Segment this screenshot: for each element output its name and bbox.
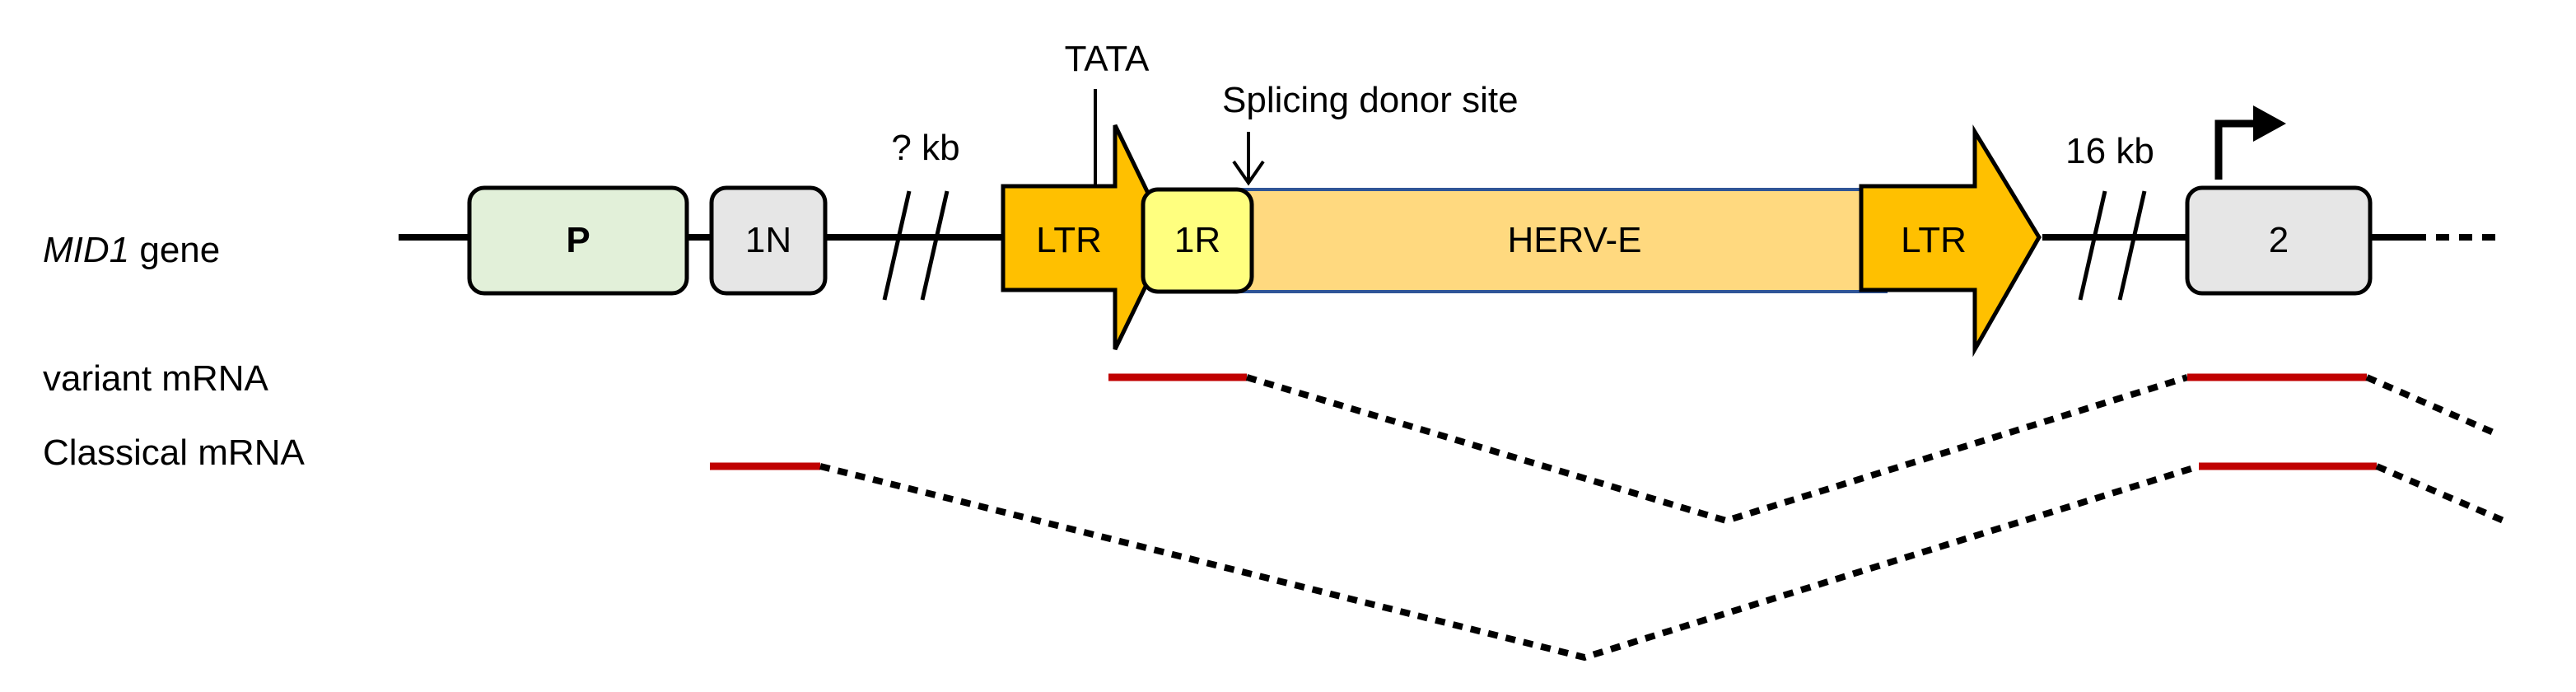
gap-break-right xyxy=(2078,190,2147,301)
classical-mrna xyxy=(710,462,2505,662)
variant-continuation xyxy=(2365,374,2497,437)
promoter-label: P xyxy=(566,220,590,260)
exon-1r-label: 1R xyxy=(1174,220,1220,260)
gene-title: MID1 gene xyxy=(43,230,220,270)
ltr-left-arrow xyxy=(1001,124,1172,351)
herv-e-element xyxy=(1209,188,1888,293)
ltr-right-label: LTR xyxy=(1901,220,1967,260)
gap-right-label: 16 kb xyxy=(2065,131,2154,171)
classical-mrna-label: Classical mRNA xyxy=(43,432,305,473)
gap-left-label: ? kb xyxy=(891,128,959,168)
variant-mrna xyxy=(1108,373,2497,525)
ltr-right-arrow xyxy=(1859,124,2042,358)
gene-suffix: gene xyxy=(129,230,220,270)
classical-intron xyxy=(819,463,2200,662)
splice-donor-arrow xyxy=(1232,132,1265,186)
splice-donor-label: Splicing donor site xyxy=(1222,80,1519,120)
tata-label: TATA xyxy=(1065,39,1150,79)
gene-name: MID1 xyxy=(43,230,129,270)
variant-intron xyxy=(1245,374,2189,525)
herv-e-label: HERV-E xyxy=(1507,220,1641,260)
exon-2-box xyxy=(2185,185,2373,296)
promoter-box xyxy=(467,185,689,296)
transcription-start-arrow xyxy=(2214,119,2255,180)
classical-continuation xyxy=(2375,463,2505,524)
gap-break-left xyxy=(882,190,950,301)
exon-2-label: 2 xyxy=(2269,220,2289,260)
transcription-start-arrowhead xyxy=(2253,105,2286,142)
variant-mrna-label: variant mRNA xyxy=(43,358,268,399)
ltr-left-label: LTR xyxy=(1036,220,1102,260)
exon-1r-box xyxy=(1141,187,1254,294)
exon-1n-label: 1N xyxy=(745,220,791,260)
exon-1n-box xyxy=(709,185,828,296)
